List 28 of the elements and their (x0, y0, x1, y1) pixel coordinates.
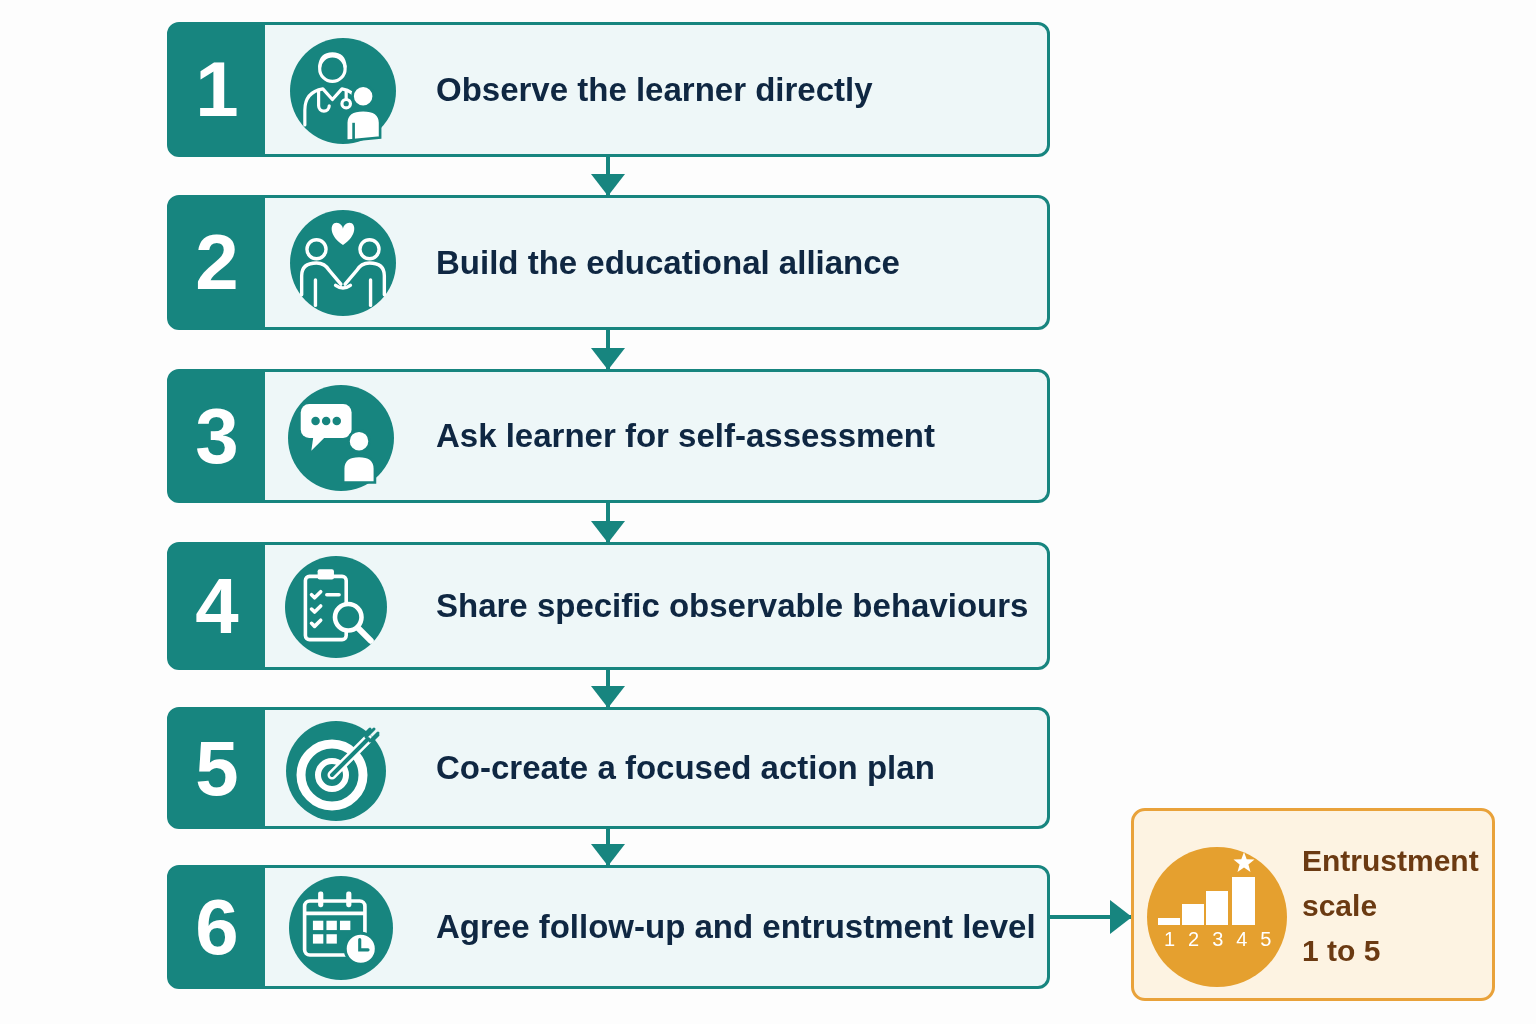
step-box (167, 542, 1050, 670)
step-label: Ask learner for self-assessment (436, 416, 935, 456)
outcome-title: Entrustment scale (1302, 842, 1480, 923)
arrow (591, 330, 625, 370)
step-box (167, 865, 1050, 989)
arrow (591, 157, 625, 196)
step-box (167, 707, 1050, 829)
outcome-box (1131, 808, 1495, 1001)
step-box (167, 195, 1050, 330)
step-label: Co-create a focused action plan (436, 748, 935, 788)
step-number: 1 (169, 24, 265, 155)
step-box (167, 369, 1050, 503)
step-label: Observe the learner directly (436, 69, 873, 110)
step-number: 6 (169, 867, 265, 987)
step-label: Share specific observable behaviours (436, 586, 1029, 626)
step-number: 2 (169, 197, 265, 328)
step-number: 4 (169, 544, 265, 668)
step-box (167, 22, 1050, 157)
step-label: Build the educational alliance (436, 242, 900, 283)
scale-numbers: 1 2 3 4 5 (1164, 928, 1272, 950)
outcome-range: 1 to 5 (1302, 932, 1381, 968)
step-label: Agree follow-up and entrustment level (436, 907, 1036, 947)
arrow (1050, 900, 1132, 934)
arrow (591, 829, 625, 866)
arrow (591, 670, 625, 708)
step-number: 3 (169, 371, 265, 501)
arrow (591, 503, 625, 543)
step-number: 5 (169, 709, 265, 827)
